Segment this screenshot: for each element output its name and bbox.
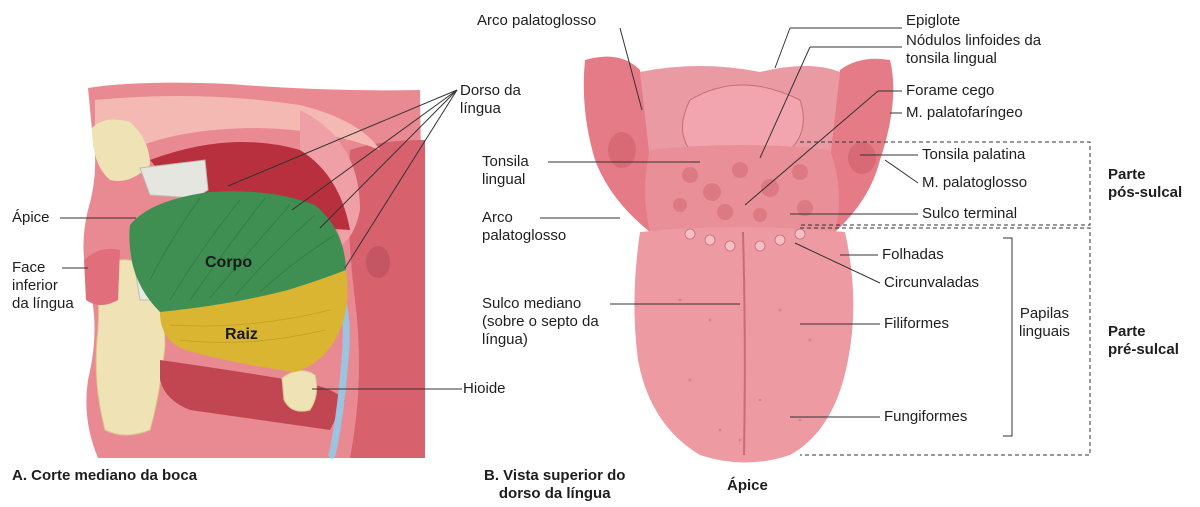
label-lingual-papillae: Papilas linguais [1019,305,1070,341]
label-median-sulcus: Sulco mediano (sobre o septo da língua) [482,295,599,349]
region-root-label: Raiz [225,326,258,344]
label-foliate: Folhadas [882,246,944,264]
label-apex-a: Ápice [12,209,50,227]
label-fungiform: Fungiformes [884,408,967,426]
label-lymphoid-nodules: Nódulos linfoides da tonsila lingual [906,32,1041,68]
label-palatoglossal-arch-side: Arco palatoglosso [482,209,566,245]
label-palatoglossus: M. palatoglosso [922,174,1027,192]
label-palatoglossal-arch-top: Arco palatoglosso [477,12,596,30]
label-inferior-face: Face inferior da língua [12,259,74,313]
label-vallate: Circunvaladas [884,274,979,292]
label-epiglottis: Epiglote [906,12,960,30]
palatine-tonsil-a [366,246,390,278]
label-apex-b: Ápice [727,477,768,495]
label-palatopharyngeus: M. palatofaríngeo [906,104,1023,122]
label-dorsum: Dorso da língua [460,82,521,118]
label-hyoid: Hioide [463,380,506,398]
region-body-label: Corpo [205,254,252,272]
caption-a: A. Corte mediano da boca [12,467,197,485]
tongue-root-dorsal [645,145,839,236]
palatine-tonsil-left [608,132,636,168]
label-presulcal-part: Parte pré-sulcal [1108,323,1179,359]
label-lingual-tonsil: Tonsila lingual [482,153,529,189]
label-filiform: Filiformes [884,315,949,333]
label-foramen-cecum: Forame cego [906,82,994,100]
epiglottis-b [683,85,804,150]
label-postsulcal-part: Parte pós-sulcal [1108,166,1182,202]
median-section-drawing [83,83,425,458]
palatine-tonsil-right [848,142,876,174]
hyoid-bone [282,371,317,412]
label-terminal-sulcus: Sulco terminal [922,205,1017,223]
lower-lip [84,249,120,305]
label-palatine-tonsil: Tonsila palatina [922,146,1025,164]
caption-b: B. Vista superior do dorso da língua [484,467,625,503]
